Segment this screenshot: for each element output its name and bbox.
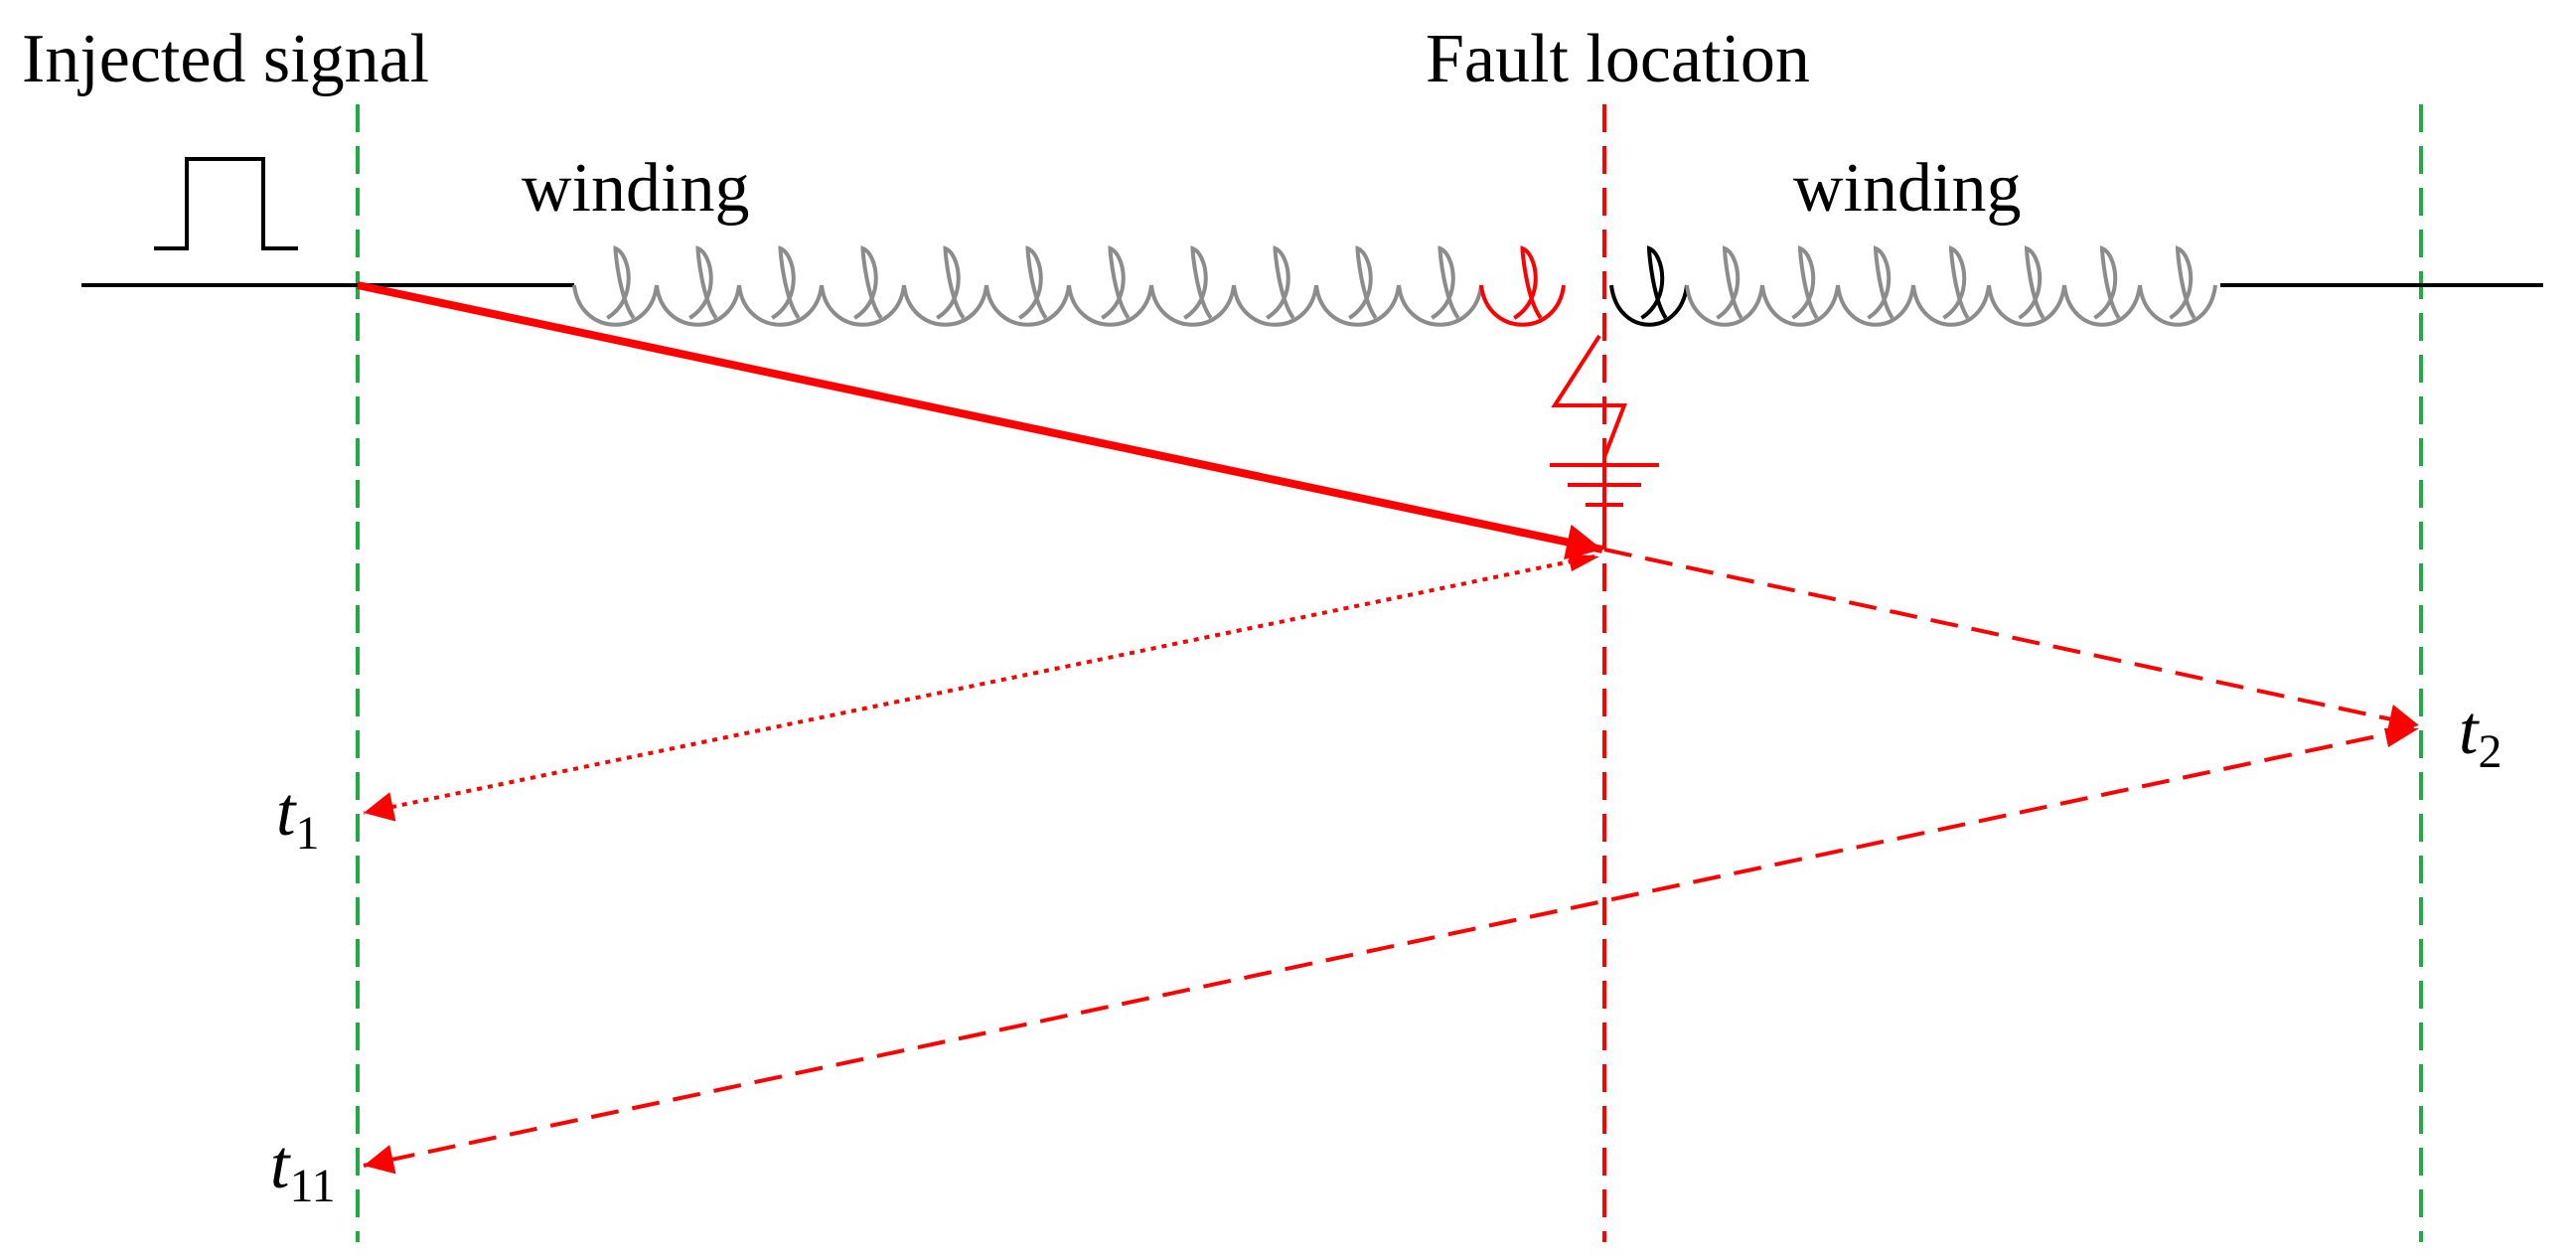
coil-loop: [902, 245, 988, 327]
coil-loop: [1479, 245, 1566, 327]
far-end-reflection-arrow: [363, 726, 2415, 1175]
t11-sub: 11: [289, 1160, 335, 1212]
coil-loop: [655, 245, 741, 327]
t11-base: t: [270, 1127, 291, 1203]
coil-loop: [1760, 245, 1840, 327]
coil-loop: [1685, 245, 1764, 327]
t1-label: t1: [276, 774, 319, 860]
injected-signal-label: Injected signal: [22, 21, 429, 97]
t2-sub: 2: [2478, 725, 2501, 778]
lightning-fault-icon: [1551, 334, 1627, 458]
winding-right-label: winding: [1793, 150, 2021, 227]
coil-loop: [1314, 245, 1401, 327]
reflected-wave-start-arrowhead: [1568, 553, 1599, 571]
winding-coil-left: [572, 245, 1566, 327]
coil-loop: [1067, 245, 1153, 327]
coil-loop: [1232, 245, 1318, 327]
coil-loop: [2062, 245, 2142, 327]
winding-coil-right: [1609, 245, 2217, 327]
coil-loop: [1836, 245, 1915, 327]
coil-loop: [985, 245, 1071, 327]
coil-loop: [1149, 245, 1236, 327]
coil-loop: [1987, 245, 2066, 327]
coil-loop: [1609, 245, 1689, 327]
coil-loop: [1397, 245, 1483, 327]
fault-location-label: Fault location: [1426, 21, 1810, 97]
t2-base: t: [2459, 693, 2480, 769]
ground-symbol-icon: [1550, 457, 1659, 542]
reflected-wave-arrow: [363, 554, 1595, 822]
coil-loop: [572, 245, 659, 327]
t1-sub: 1: [295, 807, 319, 860]
t2-label: t2: [2459, 693, 2501, 778]
coil-loop: [1911, 245, 1991, 327]
incident-wave-arrow: [357, 281, 1603, 560]
transmitted-wave-arrow: [1603, 548, 2420, 734]
coil-loop: [820, 245, 906, 327]
far-end-reflection-start-arrowhead: [2384, 728, 2419, 747]
coil-loop: [2138, 245, 2217, 327]
t1-base: t: [276, 774, 297, 851]
coil-loop: [737, 245, 824, 327]
rectangular-pulse-icon: [154, 157, 298, 250]
t11-label: t11: [270, 1127, 336, 1212]
winding-left-label: winding: [522, 150, 749, 227]
